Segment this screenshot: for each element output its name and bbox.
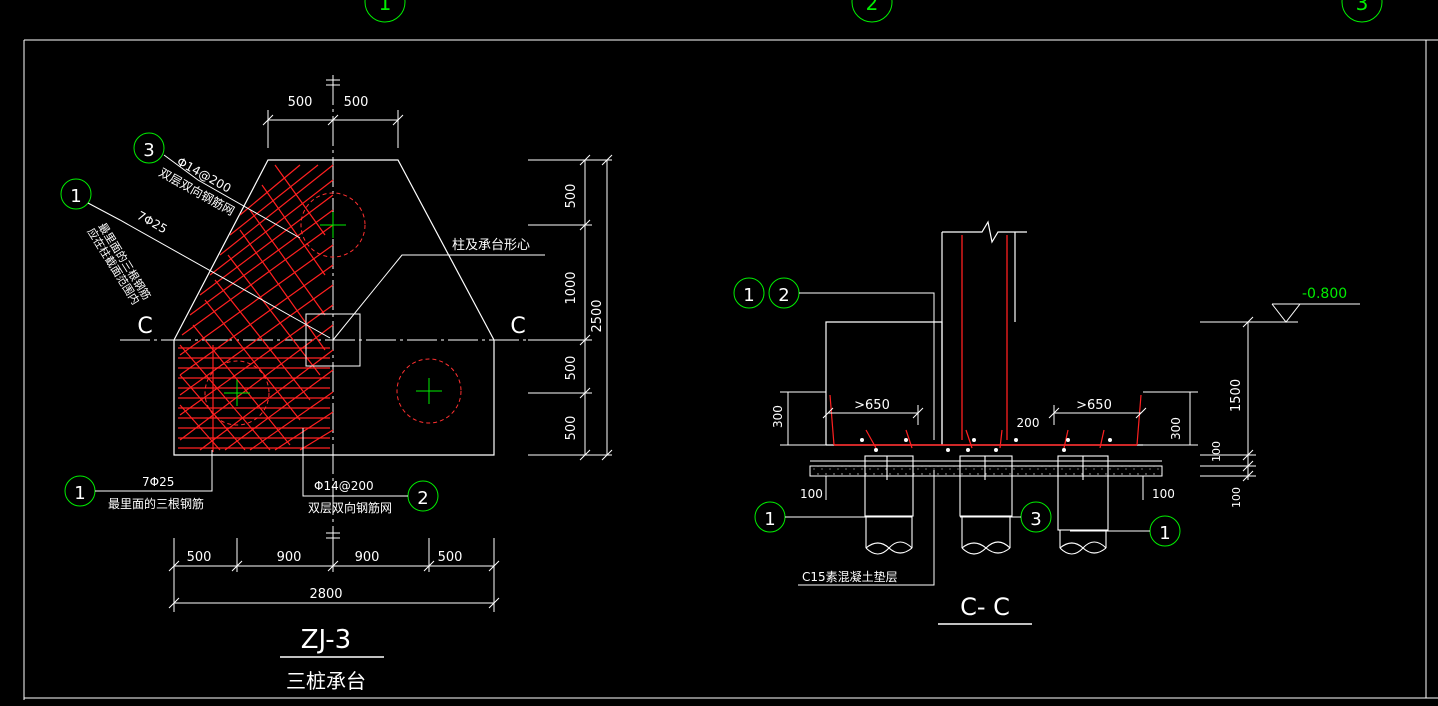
svg-text:3: 3 bbox=[143, 140, 154, 161]
centroid-note: 柱及承台形心 bbox=[452, 238, 530, 253]
section-edge-right: >650 bbox=[1076, 398, 1112, 413]
axis-marker-3-label: 3 bbox=[1356, 0, 1369, 15]
callout-1-bottom: 1 7Φ25 最里面的三根钢筋 bbox=[64, 450, 213, 511]
svg-text:1: 1 bbox=[743, 285, 754, 306]
section-dims-300 bbox=[780, 391, 1198, 446]
axis-grid-markers: 1 2 3 bbox=[364, 0, 1383, 23]
section-dim-100a: 100 bbox=[1210, 441, 1223, 462]
section-level: -0.800 bbox=[1302, 286, 1347, 302]
dim-bottom-total: 2800 bbox=[309, 587, 342, 602]
rebar-hatch-diagonal bbox=[179, 164, 334, 451]
rebar-hatch-cross bbox=[179, 164, 326, 451]
column-outline bbox=[305, 313, 361, 367]
section-dims-650 bbox=[822, 405, 1147, 425]
callout-1-top: 1 7Φ25 最里面的三根钢筋 应在柱截面范围内 bbox=[60, 178, 331, 339]
section-h-left: 300 bbox=[771, 405, 785, 428]
section-callout-1-right: 1 bbox=[1070, 515, 1181, 547]
axis-marker-2-label: 2 bbox=[866, 0, 879, 15]
drawing-frame bbox=[23, 39, 1438, 700]
section-cover-right: 100 bbox=[1152, 487, 1175, 501]
svg-text:2: 2 bbox=[417, 488, 428, 509]
svg-text:7Φ25: 7Φ25 bbox=[142, 475, 174, 489]
section-label-left: C bbox=[137, 314, 152, 339]
svg-text:1: 1 bbox=[74, 483, 85, 504]
section-dim-1500: 1500 bbox=[1229, 379, 1244, 412]
section-h-right: 300 bbox=[1169, 417, 1183, 440]
rebar-dots bbox=[860, 438, 1112, 452]
dim-right-4: 500 bbox=[564, 416, 579, 441]
plan-title: ZJ-3 bbox=[301, 625, 351, 655]
section-edge-left: >650 bbox=[854, 398, 890, 413]
svg-text:双层双向钢筋网: 双层双向钢筋网 bbox=[308, 500, 392, 515]
section-callout-1-left: 1 bbox=[754, 501, 912, 533]
dim-right-3: 500 bbox=[564, 356, 579, 381]
svg-text:7Φ25: 7Φ25 bbox=[135, 208, 170, 236]
dim-top-left: 500 bbox=[288, 95, 313, 110]
section-callout-3: 3 bbox=[960, 501, 1052, 533]
dim-bottom bbox=[168, 538, 500, 612]
cushion-layer bbox=[809, 465, 1163, 477]
dim-right-total: 2500 bbox=[590, 299, 605, 332]
section-view: >650 >650 200 300 300 100 100 bbox=[733, 220, 1360, 625]
section-label-right: C bbox=[510, 314, 525, 339]
cushion-note: C15素混凝土垫层 bbox=[802, 569, 898, 584]
svg-text:1: 1 bbox=[70, 186, 81, 207]
axis-marker-3 bbox=[1341, 0, 1383, 23]
dim-bottom-3: 900 bbox=[355, 550, 380, 565]
section-column bbox=[941, 220, 1027, 445]
axis-marker-2 bbox=[851, 0, 893, 23]
rebar-horizontal bbox=[178, 345, 330, 452]
section-dim-100b: 100 bbox=[1230, 487, 1243, 508]
callout-2: 2 Φ14@200 双层双向钢筋网 bbox=[302, 428, 439, 515]
svg-text:最里面的三根钢筋: 最里面的三根钢筋 bbox=[108, 496, 204, 511]
pile-cap-section bbox=[825, 321, 943, 445]
dim-right-2: 1000 bbox=[564, 271, 579, 304]
svg-text:1: 1 bbox=[764, 509, 775, 530]
pile-top bbox=[300, 192, 366, 258]
column-rebars bbox=[961, 235, 1008, 440]
center-lines bbox=[120, 75, 560, 560]
svg-text:Φ14@200: Φ14@200 bbox=[314, 479, 374, 493]
svg-text:1: 1 bbox=[1159, 523, 1170, 544]
axis-marker-1 bbox=[364, 0, 406, 23]
dim-bottom-2: 900 bbox=[277, 550, 302, 565]
level-mark bbox=[1200, 303, 1360, 482]
section-cover-left: 100 bbox=[800, 487, 823, 501]
plan-subtitle: 三桩承台 bbox=[286, 669, 366, 693]
section-callout-1-2: 1 2 bbox=[733, 277, 935, 440]
plan-view: C C 柱及承台形心 500 500 bbox=[60, 75, 613, 693]
dim-right-1: 500 bbox=[564, 184, 579, 209]
section-piles bbox=[864, 455, 1109, 555]
dim-bottom-1: 500 bbox=[187, 550, 212, 565]
svg-text:3: 3 bbox=[1030, 509, 1041, 530]
svg-text:2: 2 bbox=[778, 285, 789, 306]
dim-top-right: 500 bbox=[344, 95, 369, 110]
axis-marker-1-label: 1 bbox=[379, 0, 392, 15]
pile-left bbox=[204, 360, 270, 426]
dim-right bbox=[528, 154, 613, 461]
section-title: C- C bbox=[960, 593, 1010, 621]
dim-top bbox=[262, 110, 404, 148]
pile-right bbox=[396, 358, 462, 424]
section-rebar-200: 200 bbox=[1017, 416, 1040, 430]
dim-bottom-4: 500 bbox=[438, 550, 463, 565]
